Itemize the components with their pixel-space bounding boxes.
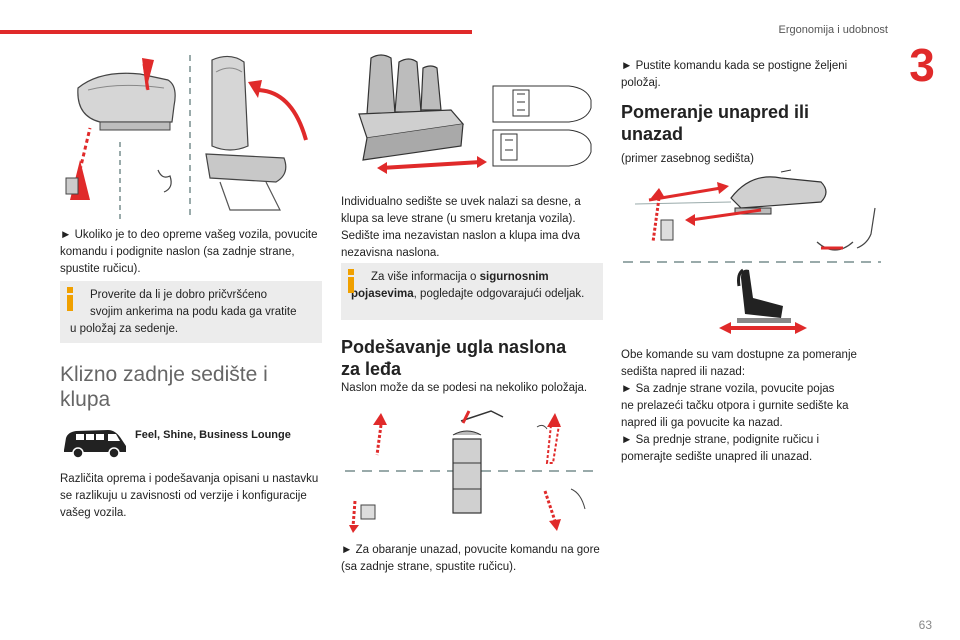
seats-layout-figure: [341, 50, 603, 182]
info-text-suffix: , pogledajte odgovarajući odeljak.: [413, 288, 585, 300]
info-line: Proverite da li je dobro pričvršćeno: [90, 289, 268, 301]
header-accent-bar: [0, 30, 472, 34]
heading-line: Klizno zadnje sedište i: [60, 363, 268, 386]
info-icon: [66, 287, 74, 311]
info-text: Za više informacija o sigurnosnim pojase…: [351, 269, 595, 303]
info-text-prefix: Za više informacija o: [371, 271, 480, 283]
para-line: ► Sa zadnje strane vozila, povucite poja…: [621, 383, 835, 395]
chapter-number: 3: [909, 39, 935, 91]
para-line: napred ili ga povucite ka nazad.: [621, 417, 783, 429]
col3-para2: Obe komande su vam dostupne za pomeranje…: [621, 347, 883, 466]
col3-para1: ► Pustite komandu kada se postigne želje…: [621, 60, 848, 89]
heading-line: unazad: [621, 124, 684, 144]
para-line: pomerajte sedište unapred ili unazad.: [621, 451, 813, 463]
col1-para1: ► Ukoliko je to deo opreme vašeg vozila,…: [60, 229, 318, 275]
col2-para3: ► Za obaranje unazad, povucite komandu n…: [341, 544, 600, 573]
col2-info-box: Za više informacija o sigurnosnim pojase…: [341, 263, 603, 320]
col2-para2: Naslon može da se podesi na nekoliko pol…: [341, 382, 588, 394]
versions-label: Feel, Shine, Business Lounge: [135, 429, 291, 441]
info-line: u položaj za sedenje.: [70, 323, 179, 335]
example-note: (primer zasebnog sedišta): [621, 153, 754, 165]
backrest-angle-figure: [341, 405, 603, 535]
armrest-backrest-figure: [60, 50, 322, 222]
heading-line: klupa: [60, 388, 111, 411]
info-line: svojim ankerima na podu kada ga vratite: [90, 306, 297, 318]
running-head: Ergonomija i udobnost: [778, 24, 888, 36]
heading-line: Podešavanje ugla naslona: [341, 337, 567, 357]
para-line: ne prelazeći tačku otpora i gurnite sedi…: [621, 400, 849, 412]
info-text-bold: sigurnosnim pojasevima: [351, 271, 549, 300]
van-icon: [62, 426, 128, 460]
seat-slide-figure: [621, 168, 883, 338]
para-line: Obe komande su vam dostupne za pomeranje: [621, 349, 857, 361]
col1-info-box: Proverite da li je dobro pričvršćeno svo…: [60, 281, 322, 343]
page-number: 63: [918, 618, 932, 632]
section-heading: Klizno zadnje sedište i klupa: [60, 362, 322, 412]
col1-para2: Različita oprema i podešavanja opisani u…: [60, 473, 319, 519]
para-line: sedišta napred ili nazad:: [621, 366, 746, 378]
col2-para1: Individualno sedište se uvek nalazi sa d…: [341, 196, 581, 259]
para-line: ► Sa prednje strane, podignite ručicu i: [621, 434, 820, 446]
info-icon: [347, 269, 355, 293]
heading-line: Pomeranje unapred ili: [621, 102, 810, 122]
section-heading: Pomeranje unapred ili unazad: [621, 101, 883, 145]
heading-line: za leđa: [341, 359, 402, 379]
section-heading: Podešavanje ugla naslona za leđa: [341, 336, 603, 380]
